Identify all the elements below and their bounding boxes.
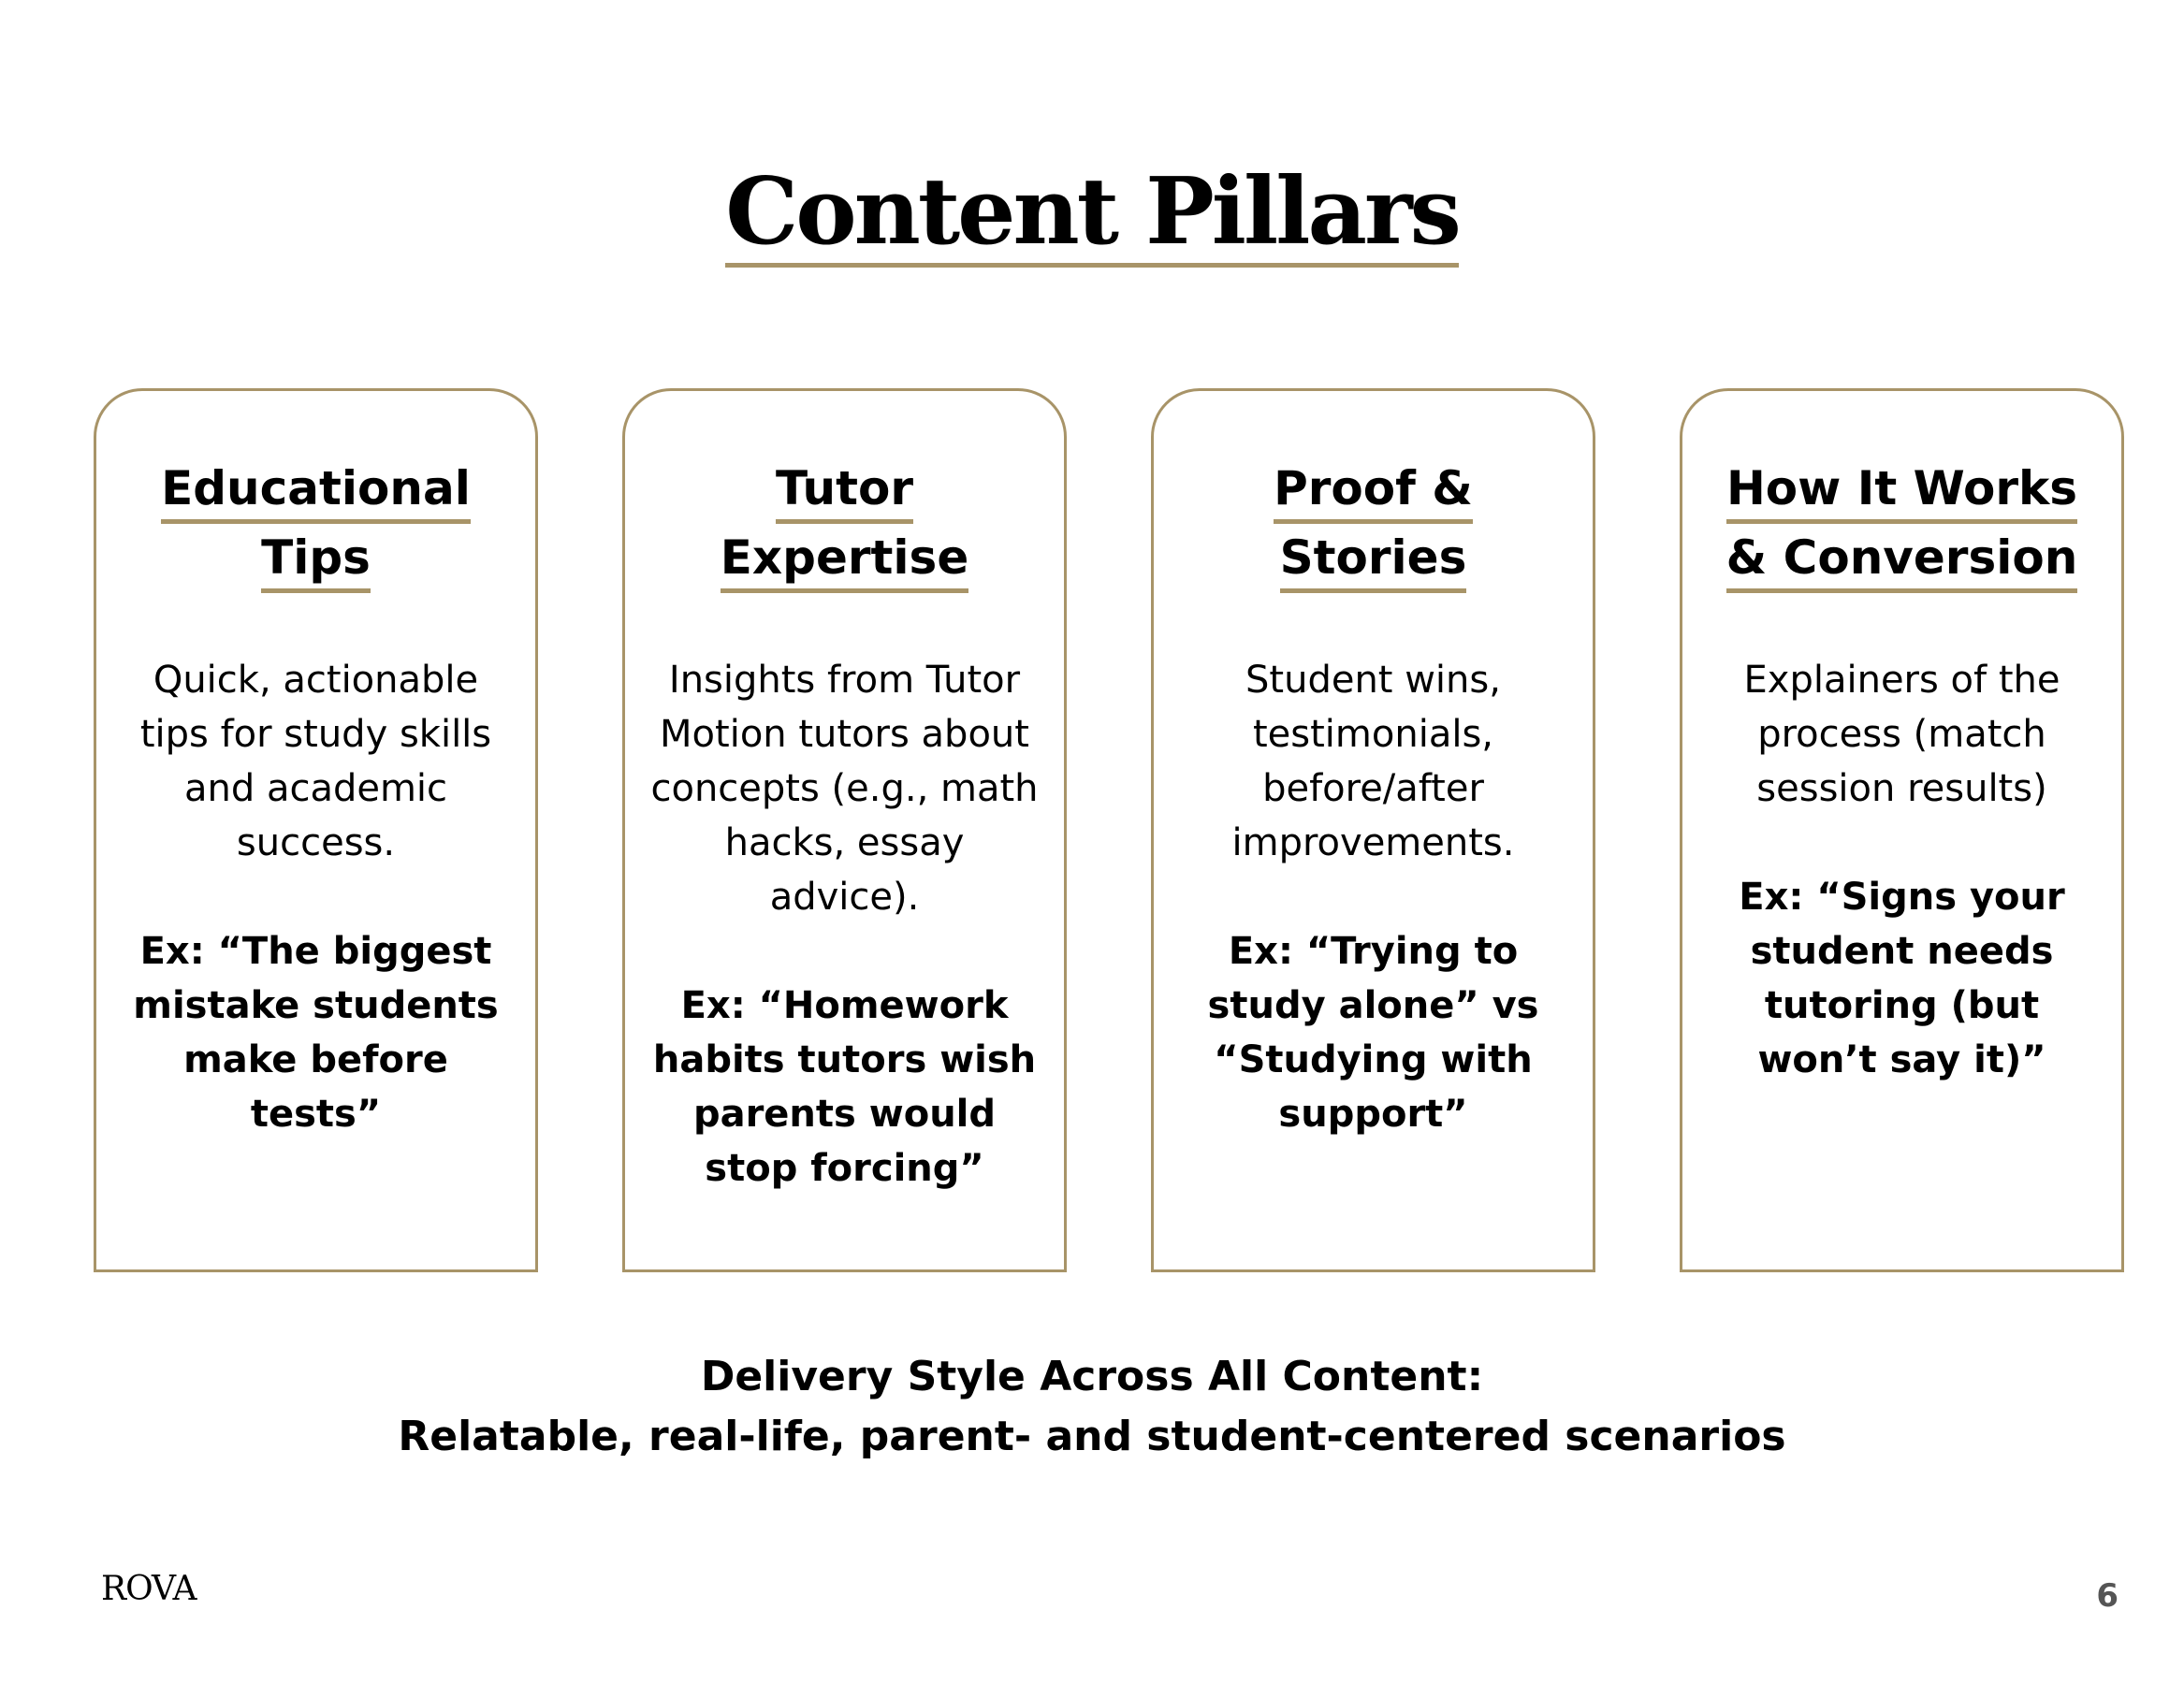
pillar-card-educational-tips: Educational Tips Quick, actionable tips … xyxy=(94,388,538,1272)
card-heading-line1: How It Works xyxy=(1725,457,2078,524)
pillar-card-how-it-works: How It Works & Conversion Explainers of … xyxy=(1680,388,2124,1272)
page-title-text: Content Pillars xyxy=(725,158,1462,268)
card-example: Ex: “The biggest mistake students make b… xyxy=(133,930,499,1136)
card-example: Ex: “Homework habits tutors wish parents… xyxy=(652,984,1037,1190)
card-description: Explainers of the process (match session… xyxy=(1743,659,2060,810)
page-title: Content Pillars xyxy=(0,167,2184,268)
card-heading-line1: Proof & xyxy=(1274,457,1473,524)
card-heading: How It Works & Conversion xyxy=(1682,455,2121,593)
card-heading: Tutor Expertise xyxy=(625,455,1064,593)
page-number: 6 xyxy=(2096,1577,2118,1615)
card-body: Quick, actionable tips for study skills … xyxy=(117,653,515,1141)
delivery-style-note: Delivery Style Across All Content: Relat… xyxy=(0,1347,2184,1467)
card-body: Explainers of the process (match session… xyxy=(1703,653,2101,1087)
card-description: Insights from Tutor Motion tutors about … xyxy=(650,659,1039,919)
pillar-card-proof-stories: Proof & Stories Student wins, testimonia… xyxy=(1151,388,1595,1272)
card-heading-line2: Expertise xyxy=(720,527,969,593)
pillar-card-tutor-expertise: Tutor Expertise Insights from Tutor Moti… xyxy=(622,388,1067,1272)
card-heading-line2: Tips xyxy=(261,527,371,593)
card-heading: Educational Tips xyxy=(96,455,535,593)
card-description: Quick, actionable tips for study skills … xyxy=(139,659,492,864)
brand-logo: ROVA xyxy=(101,1570,197,1608)
card-description: Student wins, testimonials, before/after… xyxy=(1231,659,1515,864)
card-example: Ex: “Signs your student needs tutoring (… xyxy=(1739,876,2065,1081)
card-heading: Proof & Stories xyxy=(1154,455,1593,593)
card-heading-line1: Educational xyxy=(161,457,471,524)
delivery-style-heading: Delivery Style Across All Content: xyxy=(700,1353,1484,1400)
card-body: Student wins, testimonials, before/after… xyxy=(1174,653,1572,1141)
card-body: Insights from Tutor Motion tutors about … xyxy=(646,653,1043,1196)
delivery-style-text: Relatable, real-life, parent- and studen… xyxy=(398,1413,1786,1460)
card-example: Ex: “Trying to study alone” vs “Studying… xyxy=(1207,930,1539,1136)
card-heading-line2: & Conversion xyxy=(1725,527,2078,593)
card-heading-line2: Stories xyxy=(1279,527,1467,593)
card-heading-line1: Tutor xyxy=(775,457,914,524)
